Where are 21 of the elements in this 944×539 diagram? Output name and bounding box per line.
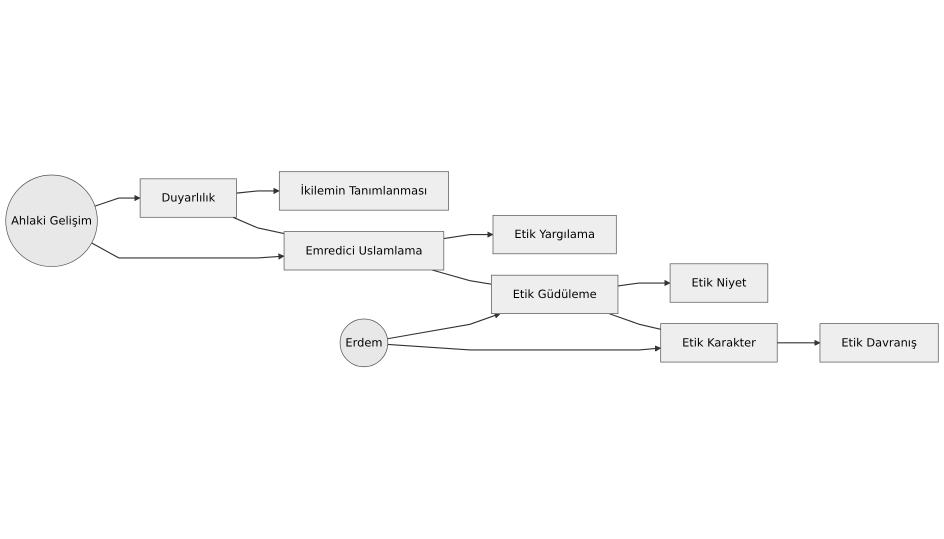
arrow <box>387 312 500 340</box>
node-box: Etik Niyet <box>670 264 768 303</box>
node-circle: Ahlaki Gelişim <box>5 174 98 268</box>
node-box: Etik Güdüleme <box>490 275 618 314</box>
arrow <box>777 340 820 346</box>
node-box: Etik Yargılama <box>492 215 617 254</box>
node-box: Etik Davranış <box>820 324 939 363</box>
node-circle: Erdem <box>340 318 388 368</box>
arrow <box>444 232 494 240</box>
arrow <box>236 188 280 194</box>
arrow <box>388 344 661 352</box>
node-box: İkilemin Tanımlanması <box>278 172 449 211</box>
node-box: Emredici Uslamlama <box>284 231 444 271</box>
arrow <box>618 280 670 287</box>
arrow <box>91 242 284 260</box>
connector <box>232 217 284 234</box>
connector <box>432 270 492 285</box>
node-box: Etik Karakter <box>660 324 778 363</box>
arrow <box>94 195 140 207</box>
connector <box>608 313 661 330</box>
node-box: Duyarlılık <box>140 178 237 218</box>
